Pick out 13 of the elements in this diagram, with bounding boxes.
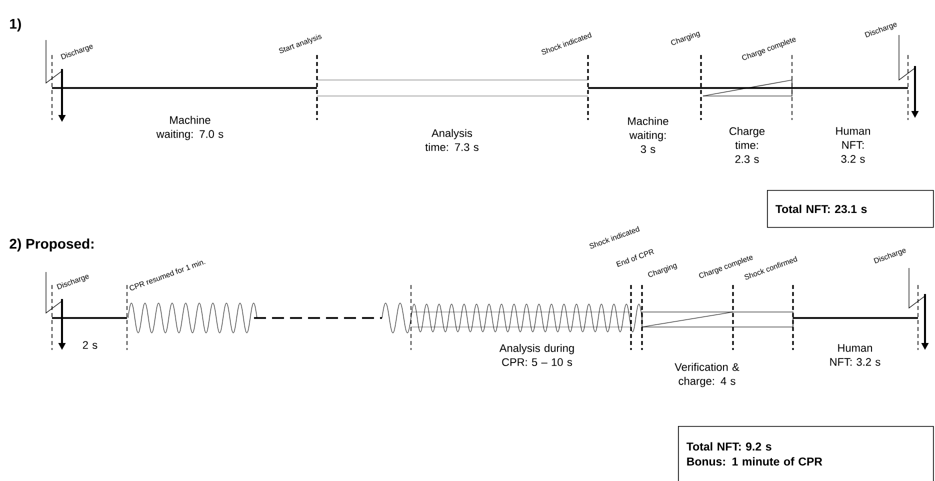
duration-label: Analysis time: 7.3 s	[425, 128, 478, 152]
duration-label: Charge time: 2.3 s	[730, 126, 765, 164]
duration-label: Analysis during CPR: 5 – 10 s	[499, 344, 574, 366]
section-heading: 1)	[10, 18, 21, 32]
duration-label: Human NFT: 3.2 s	[836, 127, 870, 163]
section-heading: 2) Proposed:	[10, 238, 94, 252]
duration-label: Machine waiting: 7.0 s	[156, 116, 224, 140]
duration-label: Machine waiting: 3 s	[628, 116, 668, 154]
duration-label: Human NFT: 3.2 s	[830, 344, 880, 366]
duration-label: 2 s	[82, 341, 98, 349]
total-box: Total NFT: 23.1 s	[767, 190, 934, 228]
total-box: Total NFT: 9.2 s Bonus: 1 minute of CPR	[678, 426, 934, 481]
duration-label: Verification & charge: 4 s	[674, 362, 740, 388]
